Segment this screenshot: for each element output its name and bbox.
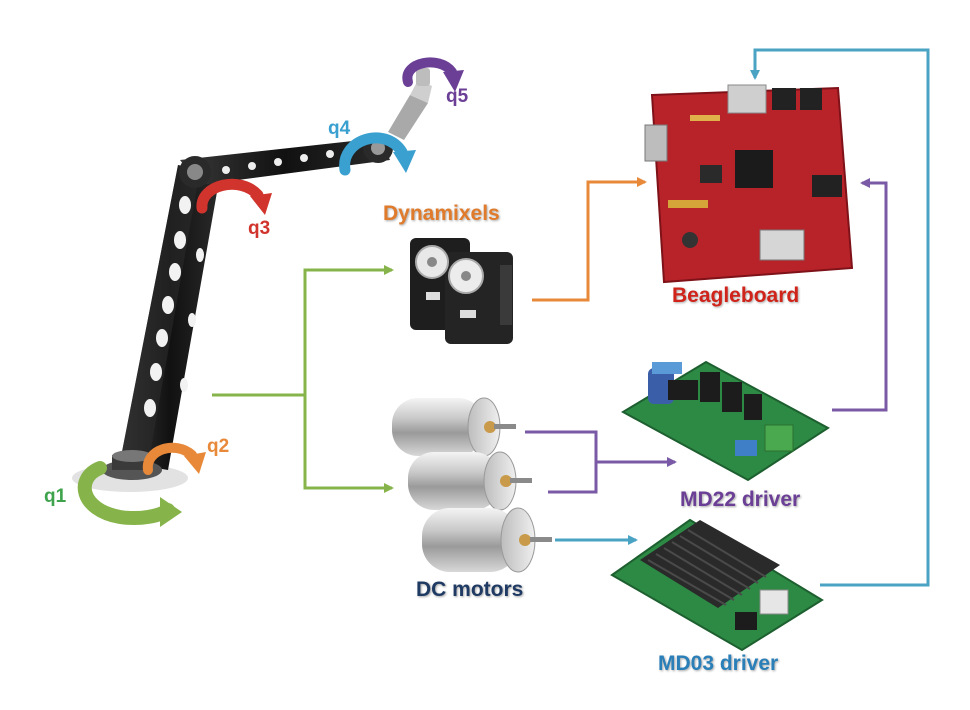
q3-label: q3	[248, 218, 271, 239]
dc-motor-2	[408, 451, 532, 511]
beagleboard-label: Beagleboard	[672, 284, 800, 307]
q1-rotation-arrow	[77, 461, 182, 527]
md03-driver-label: MD03 driver	[658, 652, 779, 675]
dynamixels-label: Dynamixels	[383, 202, 500, 225]
md22-driver-image	[620, 360, 830, 482]
dc-motor-3	[422, 507, 552, 573]
dc-motors-to-md22-connector	[525, 430, 677, 494]
q4-rotation-arrow	[339, 132, 416, 176]
dc-motors-label: DC motors	[416, 578, 524, 601]
robot-arm	[72, 68, 432, 492]
q2-label: q2	[207, 436, 230, 457]
dynamixels-image	[410, 238, 513, 344]
arm-to-actuators-connector	[212, 265, 394, 493]
md22-to-beagleboard-connector	[832, 178, 888, 412]
arm-gripper	[388, 68, 432, 140]
q1-label: q1	[44, 486, 67, 507]
dynamixels-to-beagleboard-connector	[532, 177, 647, 302]
arm-lower-link	[120, 165, 220, 470]
q5-rotation-arrow	[402, 57, 464, 92]
q2-rotation-arrow	[142, 442, 206, 475]
q3-rotation-arrow	[196, 178, 272, 215]
md22-driver-label: MD22 driver	[680, 488, 801, 511]
md03-to-beagleboard-connector	[750, 48, 930, 587]
q4-label: q4	[328, 118, 351, 139]
arm-upper-link	[180, 138, 390, 185]
beagleboard-image	[644, 84, 854, 284]
md03-driver-image	[610, 518, 824, 652]
q5-label: q5	[446, 86, 469, 107]
dc-motor-1	[392, 397, 516, 457]
